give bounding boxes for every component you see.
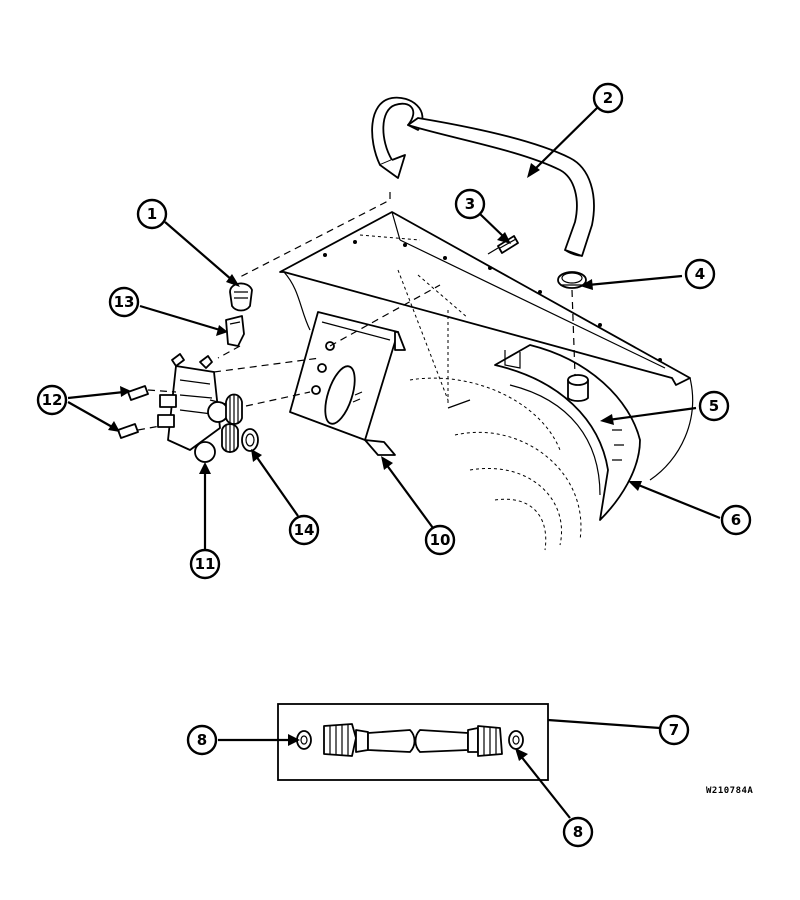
- hose-clamp: [557, 271, 587, 289]
- callout-3: 3: [454, 188, 486, 220]
- callout-label: 8: [573, 823, 583, 841]
- callout-label: 4: [695, 265, 705, 283]
- callout-4: 4: [684, 258, 716, 290]
- callout-label: 5: [709, 397, 719, 415]
- callout-10: 10: [424, 524, 456, 556]
- inlet-hose: [371, 96, 595, 257]
- callout-label: 14: [294, 521, 315, 539]
- callout-6: 6: [720, 504, 752, 536]
- callout-label: 6: [731, 511, 741, 529]
- callout-label: 11: [195, 555, 216, 573]
- callout-label: 1: [147, 205, 157, 223]
- drawing-code: W210784A: [706, 786, 754, 796]
- callout-label: 8: [197, 731, 207, 749]
- callout-label: 10: [430, 531, 451, 549]
- tub-top-panel: [279, 211, 694, 481]
- callout-label: 7: [669, 721, 679, 739]
- callout-label: 2: [603, 89, 613, 107]
- callout-label: 13: [114, 293, 135, 311]
- callout-8-left: 8: [186, 724, 218, 756]
- tub-inlet-nozzle: [567, 374, 589, 402]
- callout-12: 12: [36, 384, 68, 416]
- valve-washer: [241, 428, 259, 452]
- callout-5: 5: [698, 390, 730, 422]
- callout-8-right: 8: [562, 816, 594, 848]
- callout-label: 12: [42, 391, 63, 409]
- valve-bracket: [289, 311, 406, 456]
- hose-fitting: [229, 282, 253, 312]
- valve-screws: [117, 385, 149, 439]
- callout-1: 1: [136, 198, 168, 230]
- callout-label: 3: [465, 195, 475, 213]
- callout-2: 2: [592, 82, 624, 114]
- callout-13: 13: [108, 286, 140, 318]
- callout-14: 14: [288, 514, 320, 546]
- fitting-clip: [225, 315, 245, 347]
- tub-ring: [409, 344, 641, 551]
- callout-11: 11: [189, 548, 221, 580]
- callout-7: 7: [658, 714, 690, 746]
- water-valve: [157, 353, 243, 463]
- fill-hose-kit: [277, 703, 549, 781]
